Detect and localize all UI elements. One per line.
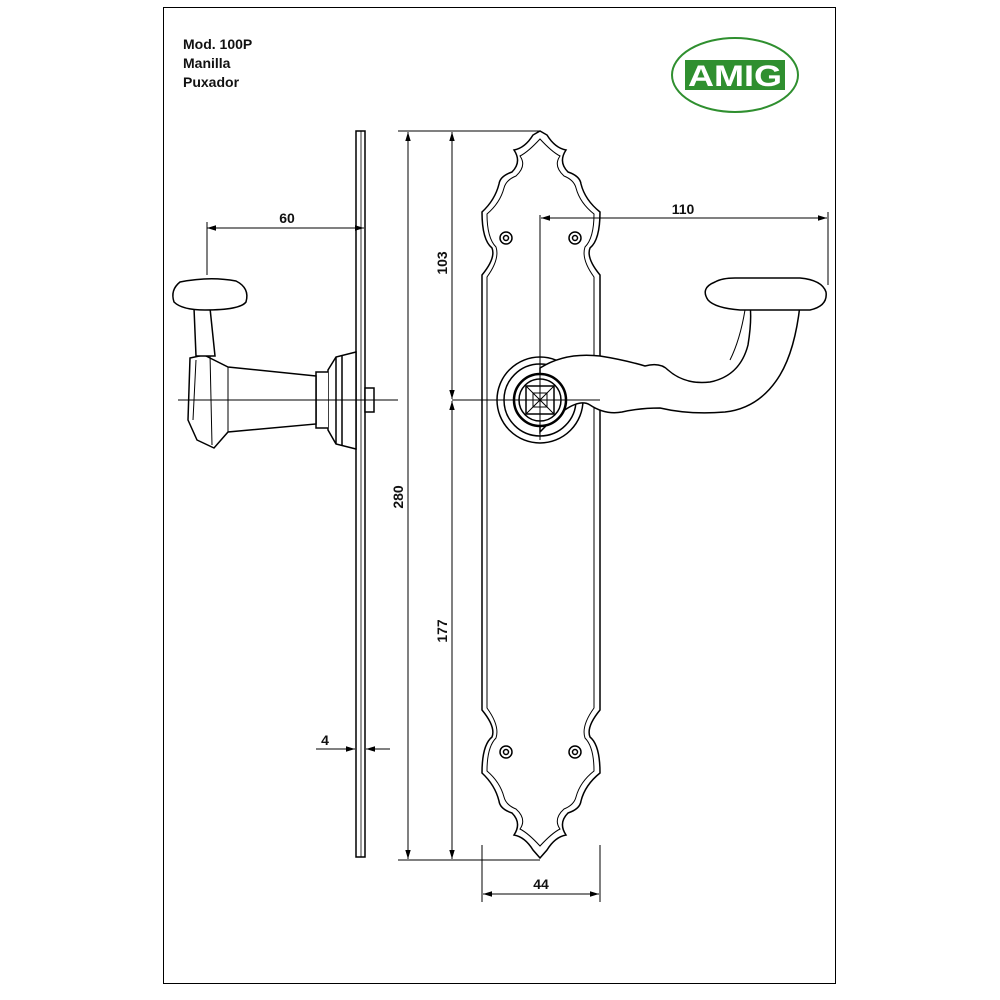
name-pt-label: Puxador — [183, 74, 240, 90]
side-plate — [355, 130, 366, 858]
side-grip-cap — [172, 278, 248, 311]
dim-280-label: 280 — [390, 485, 406, 509]
front-view — [452, 130, 827, 860]
height-dimensions — [398, 130, 540, 861]
screw-hole — [568, 231, 582, 245]
logo-text: AMIG — [688, 60, 782, 93]
front-lever — [539, 304, 801, 434]
side-lever-arm — [187, 354, 317, 449]
name-es-label: Manilla — [183, 55, 231, 71]
dim-4-label: 4 — [321, 732, 329, 748]
screw-hole — [568, 745, 582, 759]
drawing-frame — [163, 7, 836, 984]
front-plate-outline — [481, 130, 601, 860]
dim-44-label: 44 — [533, 876, 549, 892]
screw-hole — [499, 745, 513, 759]
front-plate-inner-outline — [486, 138, 595, 847]
side-stem — [193, 307, 216, 357]
dim-60-label: 60 — [279, 210, 295, 226]
brand-logo: AMIG — [671, 37, 799, 113]
model-label: Mod. 100P — [183, 36, 253, 52]
dim-177-label: 177 — [434, 619, 450, 643]
front-lever-ridge — [729, 309, 746, 361]
dim-44 — [481, 845, 601, 902]
title-block: Mod. 100P Manilla Puxador — [183, 35, 252, 92]
side-view — [172, 130, 398, 858]
screw-hole — [499, 231, 513, 245]
dim-110-label: 110 — [672, 201, 695, 217]
dim-110 — [541, 212, 829, 285]
front-lever-grip — [704, 277, 827, 311]
dim-103-label: 103 — [434, 251, 450, 275]
logo-band — [685, 60, 785, 90]
